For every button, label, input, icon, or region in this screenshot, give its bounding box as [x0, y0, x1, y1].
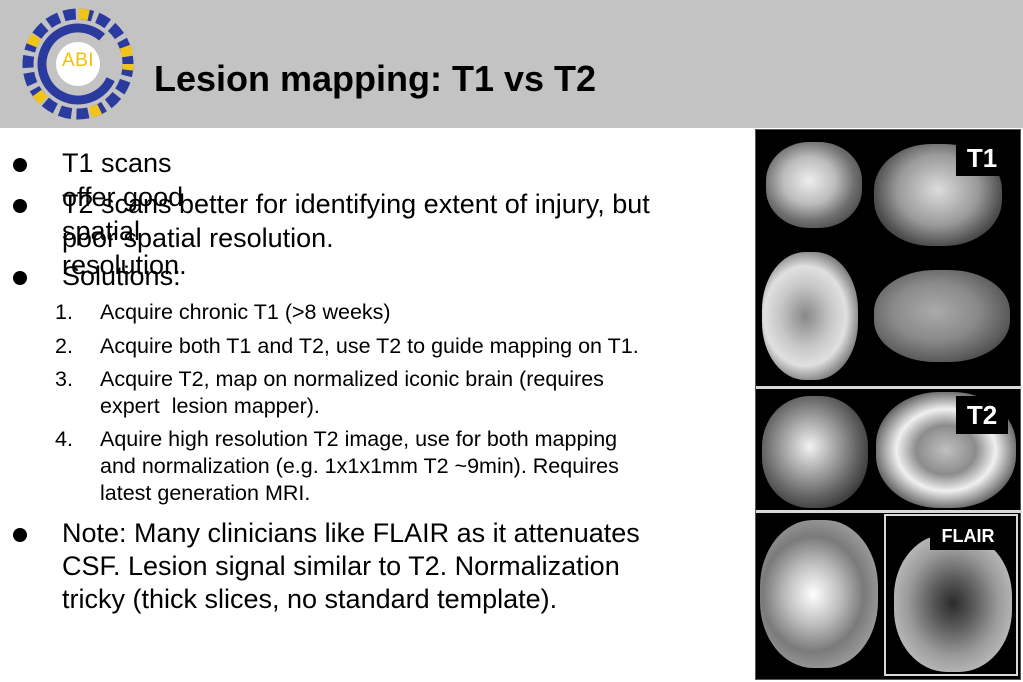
flair-axial-scan	[894, 534, 1012, 672]
solution-text: Acquire chronic T1 (>8 weeks)	[100, 300, 391, 324]
panel-divider	[756, 386, 1022, 389]
solution-number: 1.	[55, 300, 73, 324]
bullet-dot	[13, 199, 27, 213]
abi-logo	[22, 8, 134, 120]
solution-number: 3.	[55, 367, 73, 391]
bullet-dot	[13, 158, 27, 172]
t1-label: T1	[956, 140, 1008, 176]
mri-image-panel: T1 T2 FLAIR	[755, 129, 1022, 680]
flair-frame	[884, 514, 1018, 676]
solution-text: Acquire both T1 and T2, use T2 to guide …	[100, 334, 639, 358]
slide-title: Lesion mapping: T1 vs T2	[154, 58, 597, 99]
logo-text: ABI	[61, 50, 95, 71]
bullet-dot	[13, 271, 27, 285]
t2-label: T2	[956, 396, 1008, 434]
panel-divider	[756, 510, 1022, 513]
solution-number: 2.	[55, 334, 73, 358]
t1-axial-scan	[762, 252, 858, 380]
bullet-text: poor spatial resolution.	[62, 223, 334, 253]
note-text: tricky (thick slices, no standard templa…	[62, 584, 558, 614]
bullet-text: Solutions:	[62, 261, 181, 291]
solution-text: Acquire T2, map on normalized iconic bra…	[100, 367, 604, 391]
t2-axial-scan	[760, 520, 878, 668]
solution-number: 4.	[55, 427, 73, 451]
note-text: Note: Many clinicians like FLAIR as it a…	[62, 518, 640, 548]
solution-text: and normalization (e.g. 1x1x1mm T2 ~9min…	[100, 454, 619, 478]
solution-text: expert lesion mapper).	[100, 394, 320, 418]
flair-label: FLAIR	[930, 522, 1006, 550]
solution-text: latest generation MRI.	[100, 481, 311, 505]
note-text: CSF. Lesion signal similar to T2. Normal…	[62, 551, 620, 581]
t1-render-scan	[874, 270, 1010, 362]
solution-text: Aquire high resolution T2 image, use for…	[100, 427, 618, 451]
bullet-dot	[13, 528, 27, 542]
bullet-text: T1 scans offer good spatial resolution.	[62, 148, 187, 280]
slide-header: ABI Lesion mapping: T1 vs T2	[0, 0, 1023, 128]
bullet-text: T2 scans better for identifying extent o…	[62, 189, 650, 219]
t1-coronal-scan	[766, 142, 862, 228]
t2-coronal-scan	[762, 396, 868, 508]
